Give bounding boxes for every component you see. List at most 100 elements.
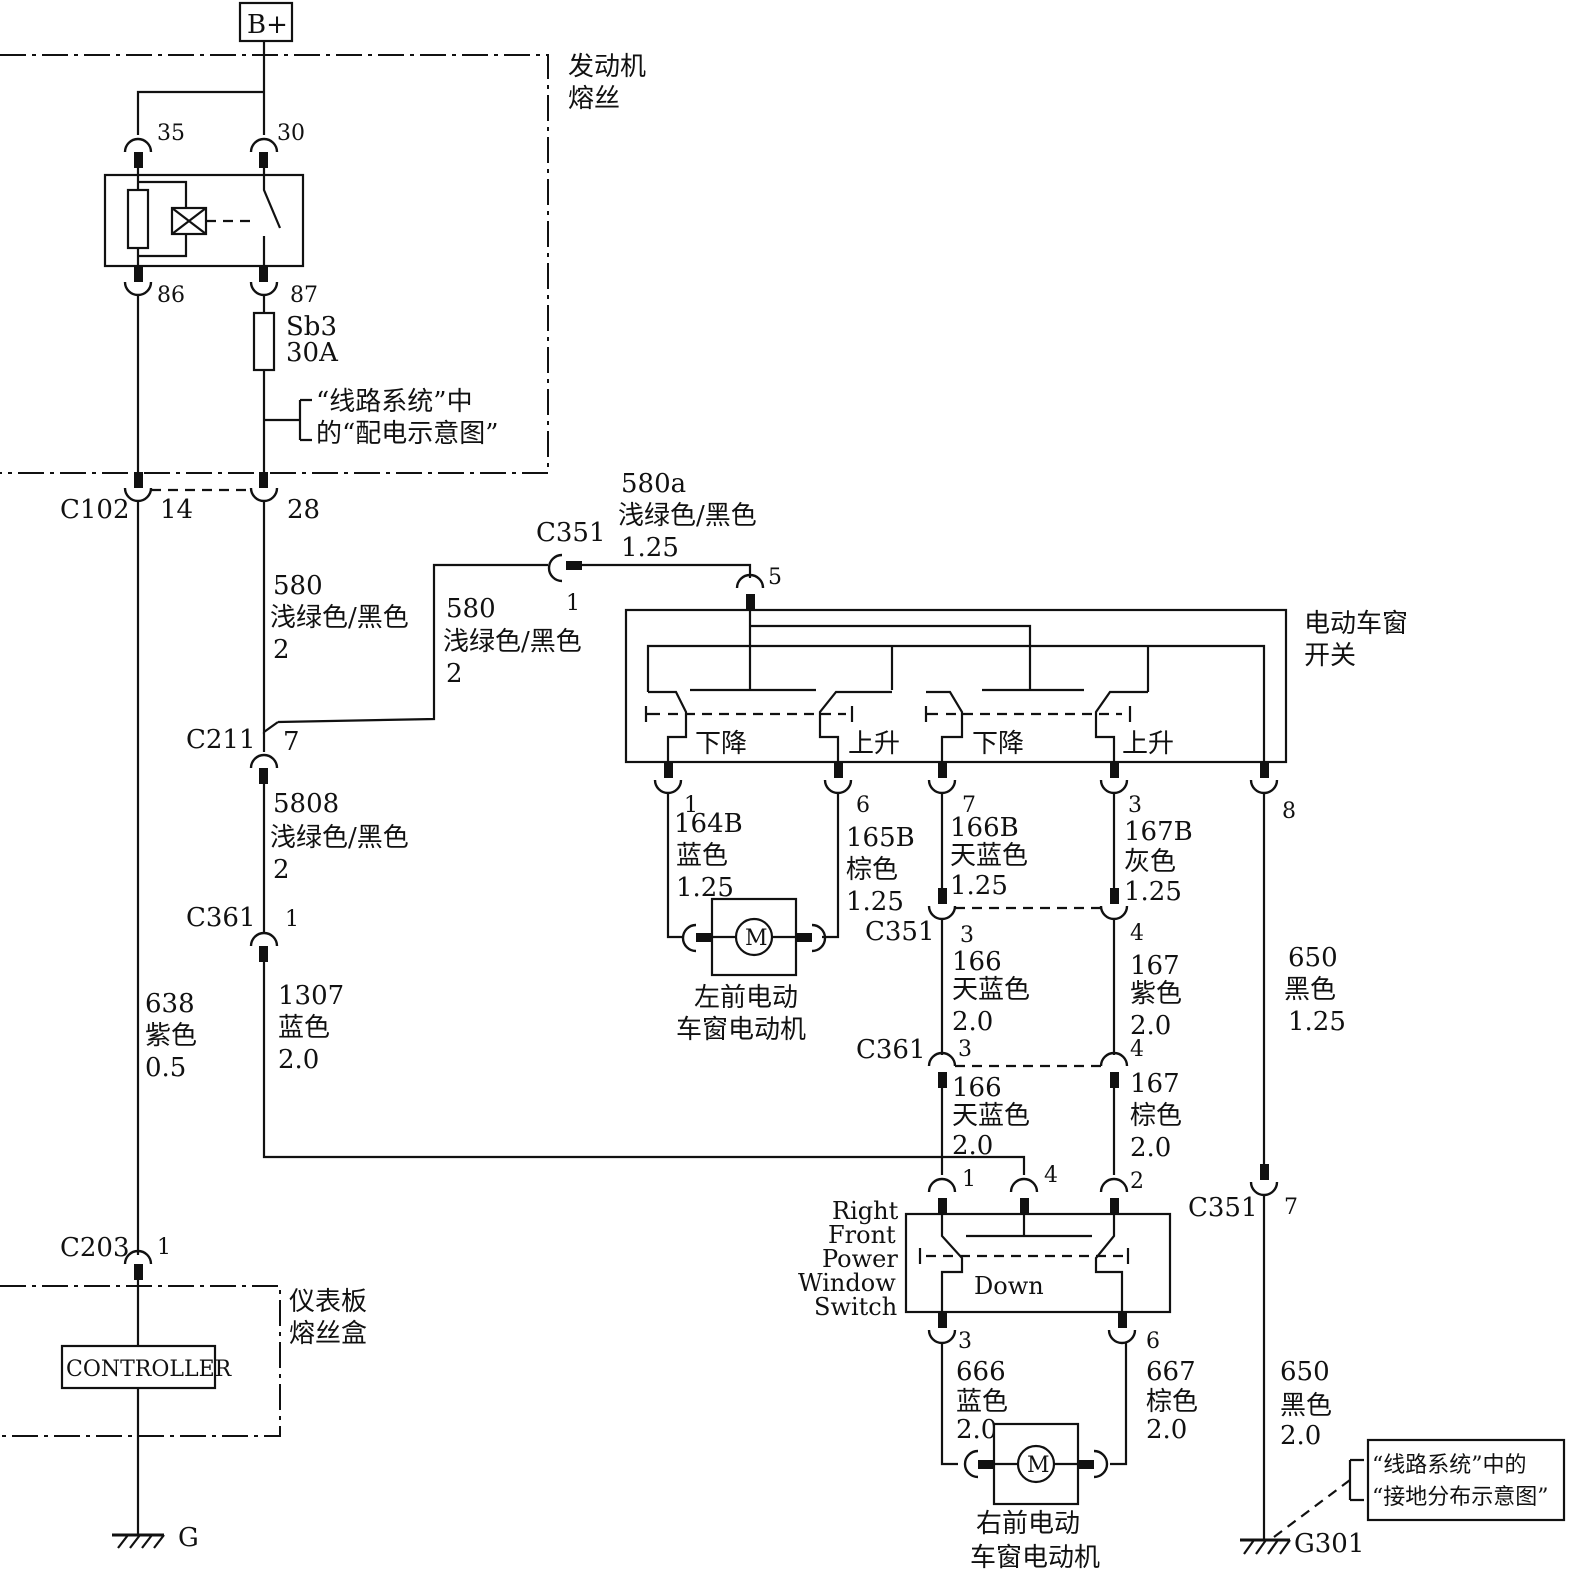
svg-text:167B: 167B [1124,817,1193,847]
right-switch-label-2: Front [828,1221,896,1249]
svg-text:1307: 1307 [278,981,344,1011]
svg-text:棕色: 棕色 [846,855,898,885]
svg-text:164B: 164B [674,809,743,839]
svg-text:166B: 166B [950,813,1019,843]
svg-text:166: 166 [952,1073,1002,1103]
right-front-window-switch: 1 4 2 Right Front Power Window Switch Do… [798,1163,1172,1354]
ip-fuse-box-title-1: 仪表板 [289,1287,367,1317]
engine-fuse-box: 发动机 熔丝 [0,52,646,474]
wire-165b-label: 165B 棕色 1.25 [846,823,915,917]
svg-text:0.5: 0.5 [145,1053,186,1083]
svg-text:紫色: 紫色 [145,1021,197,1051]
svg-text:1.25: 1.25 [950,871,1008,901]
connector-c361-left: C361 1 [186,903,299,962]
wire-164b-label: 164B 蓝色 1.25 [674,809,743,903]
wire-167-mid-label: 167 紫色 2.0 [1130,951,1182,1041]
fuse-rating: 30A [286,338,339,368]
window-switch-up-right: 上升 [1122,729,1174,759]
svg-text:天蓝色: 天蓝色 [952,975,1030,1005]
battery-label: B+ [247,10,288,40]
svg-text:2.0: 2.0 [1130,1133,1171,1163]
svg-text:650: 650 [1288,943,1338,973]
right-motor-title-1: 右前电动 [976,1509,1080,1539]
window-switch-down-right: 下降 [972,729,1024,759]
right-switch-label-5: Switch [814,1293,897,1321]
wire-166b-label: 166B 天蓝色 1.25 [950,813,1028,901]
svg-text:2: 2 [273,635,290,665]
wire-580a-label: 580a 浅绿色/黑色 1.25 [618,469,757,563]
svg-text:580a: 580a [621,469,686,499]
ground-g: G [112,1523,199,1553]
svg-text:580: 580 [273,571,323,601]
engine-fuse-box-title-1: 发动机 [568,52,646,82]
c351-top-label: C351 [536,518,606,548]
svg-text:638: 638 [145,989,195,1019]
c102-pin-28: 28 [287,495,320,525]
window-switch-up-left: 上升 [848,729,900,759]
left-front-window-motor: M 左前电动 车窗电动机 [676,897,827,1045]
right-front-window-motor: M 右前电动 车窗电动机 [963,1422,1109,1573]
window-switch-title-1: 电动车窗 [1304,609,1408,639]
right-motor-symbol: M [1027,1453,1050,1478]
fuse-name: Sb3 [286,312,337,342]
engine-fuse-box-title-2: 熔丝 [568,84,620,114]
reference-power-note: “线路系统”中 的“配电示意图” [264,387,499,449]
relay-pin-30: 30 [277,121,305,146]
svg-text:1.25: 1.25 [846,887,904,917]
window-switch-pin-8: 8 [1282,799,1296,824]
svg-text:浅绿色/黑色: 浅绿色/黑色 [270,823,409,853]
ground-g-label: G [178,1523,199,1553]
right-motor-title-2: 车窗电动机 [970,1543,1100,1573]
c211-pin: 7 [283,727,300,757]
window-switch-pin-1: 1 [684,793,698,818]
svg-text:1.25: 1.25 [1124,877,1182,907]
left-motor-title-1: 左前电动 [694,983,798,1013]
svg-text:666: 666 [956,1357,1006,1387]
c351-top-pin: 1 [566,591,580,616]
wire-167b-label: 167B 灰色 1.25 [1124,817,1193,907]
c351-mid-label: C351 [865,917,935,947]
window-switch-down-left: 下降 [695,729,747,759]
svg-text:166: 166 [952,947,1002,977]
c102-pin-14: 14 [160,495,193,525]
window-switch-pin-3: 3 [1128,793,1142,818]
svg-text:167: 167 [1130,951,1180,981]
wire-166-mid-label: 166 天蓝色 2.0 [952,947,1030,1037]
c102-label: C102 [60,495,130,525]
wire-580-left-label: 580 浅绿色/黑色 2 [270,571,409,665]
c203-pin: 1 [157,1235,171,1260]
svg-text:浅绿色/黑色: 浅绿色/黑色 [443,627,582,657]
svg-text:黑色: 黑色 [1280,1391,1332,1421]
right-switch-pin-6: 6 [1146,1329,1160,1354]
wire-650-top-label: 650 黑色 1.25 [1284,943,1346,1037]
ground-g301-label: G301 [1294,1529,1364,1559]
right-switch-pin-1: 1 [962,1167,976,1192]
reference-power-line2: 的“配电示意图” [316,419,499,449]
c203-label: C203 [60,1233,130,1263]
svg-text:棕色: 棕色 [1130,1101,1182,1131]
svg-text:灰色: 灰色 [1124,847,1176,877]
ip-fuse-box-title-2: 熔丝盒 [289,1319,367,1349]
svg-text:5808: 5808 [273,789,339,819]
reference-ground-line2: “接地分布示意图” [1372,1485,1549,1510]
c211-label: C211 [186,725,256,755]
c361-left-pin: 1 [285,907,299,932]
svg-text:天蓝色: 天蓝色 [950,841,1028,871]
right-switch-pin-3: 3 [958,1329,972,1354]
relay-pin-35: 35 [157,121,185,146]
wire-167-low-label: 167 棕色 2.0 [1130,1069,1182,1163]
left-motor-symbol: M [745,926,768,951]
svg-text:蓝色: 蓝色 [676,841,728,871]
right-switch-label-4: Window [798,1269,896,1297]
svg-text:紫色: 紫色 [1130,979,1182,1009]
window-switch-title-2: 开关 [1304,641,1356,671]
svg-text:2.0: 2.0 [956,1415,997,1445]
svg-text:580: 580 [446,594,496,624]
c351-bottom-pin: 7 [1284,1195,1298,1220]
wire-666-label: 666 蓝色 2.0 [956,1357,1008,1445]
window-switch-pin-in: 5 [768,565,782,590]
relay-pin-87: 87 [290,283,318,308]
c361-left-label: C361 [186,903,256,933]
svg-text:2.0: 2.0 [278,1045,319,1075]
